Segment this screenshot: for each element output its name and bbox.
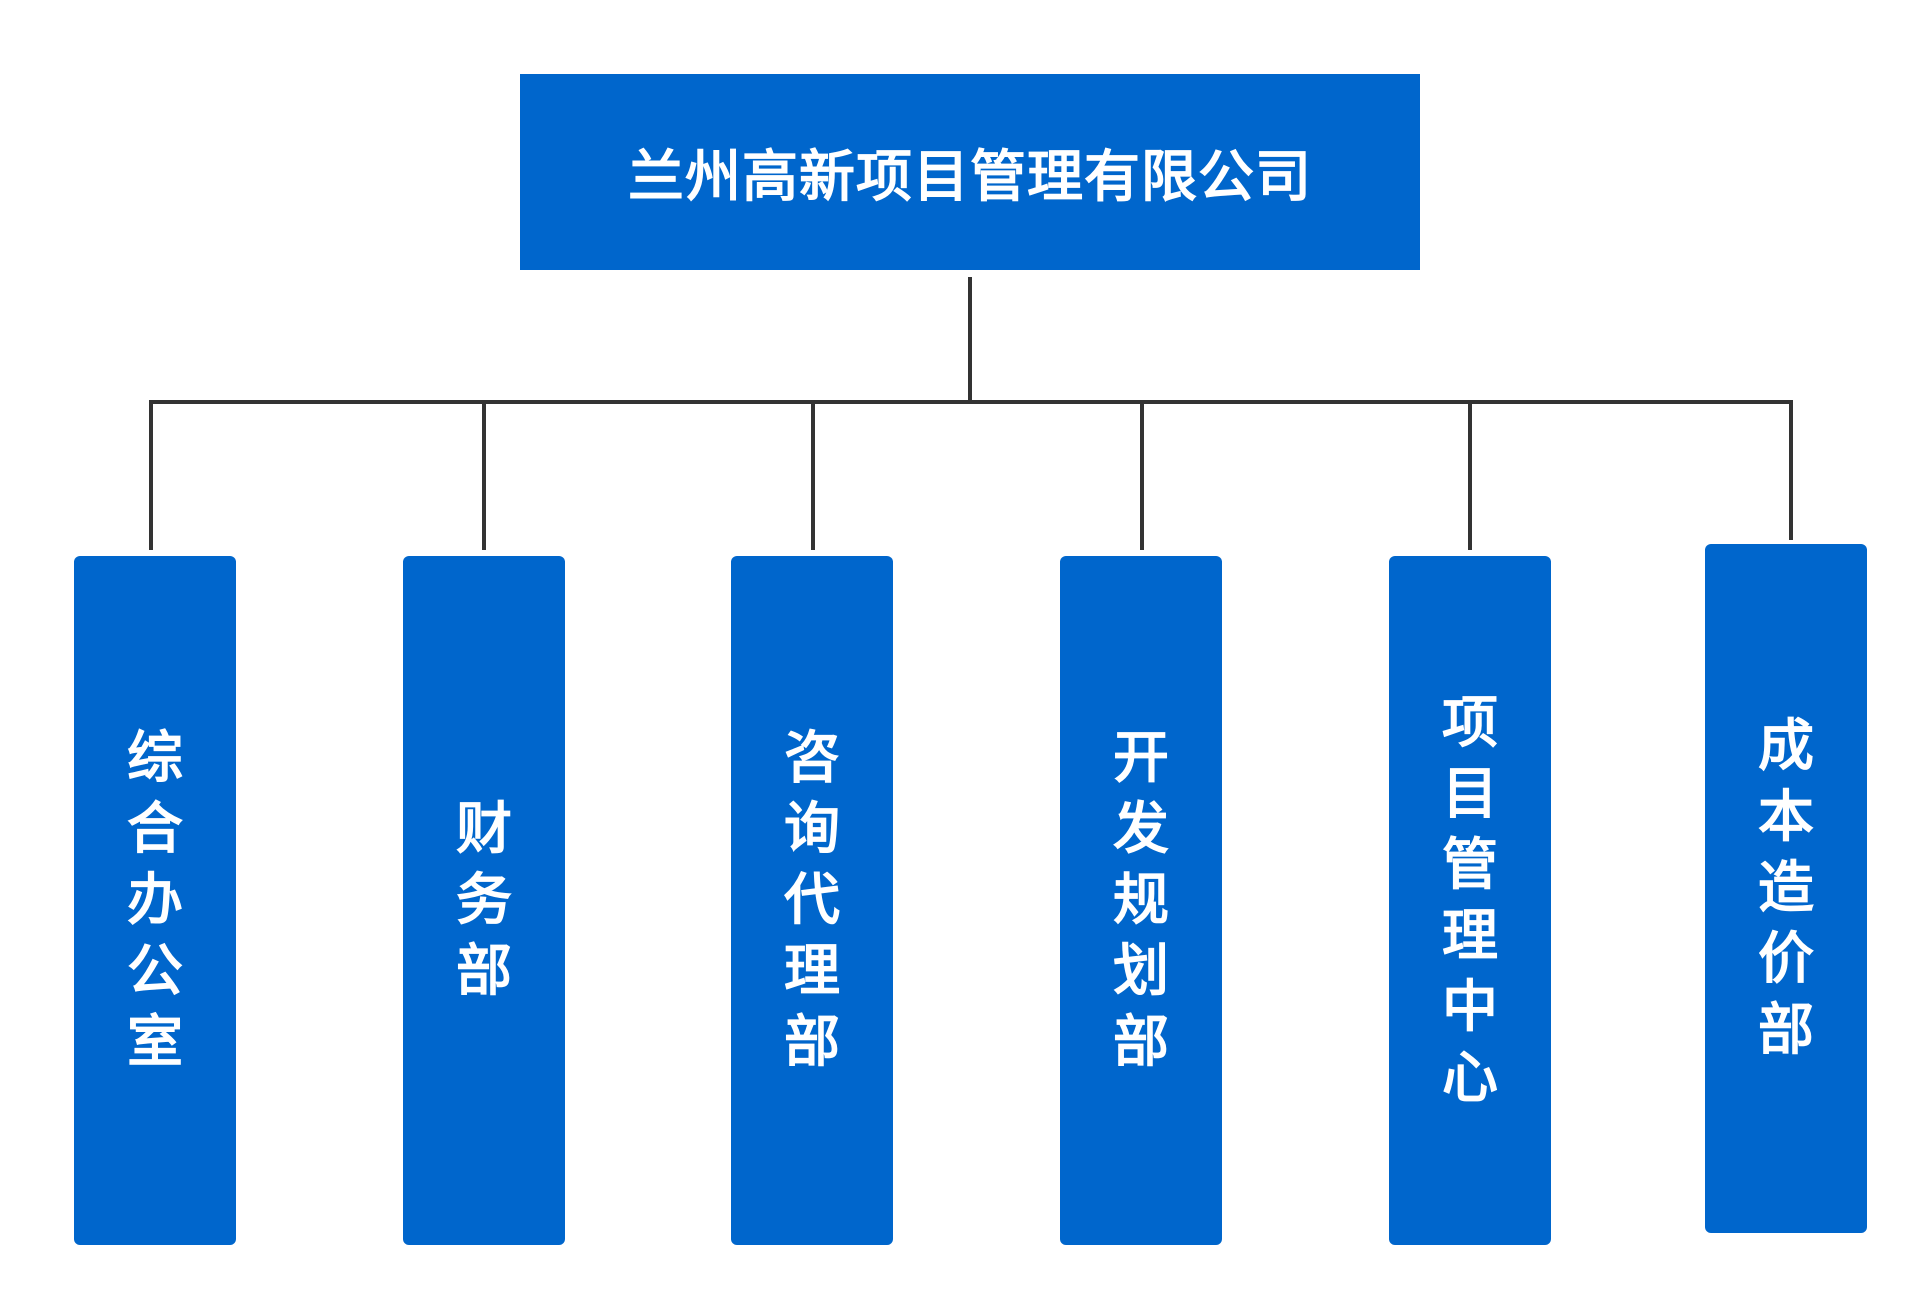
department-label: 综合办公室 (127, 726, 183, 1075)
root-company-label: 兰州高新项目管理有限公司 (628, 144, 1312, 210)
department-node-finance: 财务部 (403, 556, 565, 1245)
department-label: 项目管理中心 (1442, 690, 1498, 1111)
department-node-consulting-agency: 咨询代理部 (731, 556, 893, 1245)
department-node-development-planning: 开发规划部 (1060, 556, 1222, 1245)
department-label: 财务部 (456, 797, 512, 1004)
department-node-general-office: 综合办公室 (74, 556, 236, 1245)
department-label: 开发规划部 (1113, 726, 1169, 1075)
department-label: 成本造价部 (1758, 714, 1814, 1063)
department-node-cost-estimation: 成本造价部 (1705, 544, 1867, 1233)
root-company-node: 兰州高新项目管理有限公司 (520, 74, 1420, 270)
department-label: 咨询代理部 (784, 726, 840, 1075)
department-node-project-management-center: 项目管理中心 (1389, 556, 1551, 1245)
